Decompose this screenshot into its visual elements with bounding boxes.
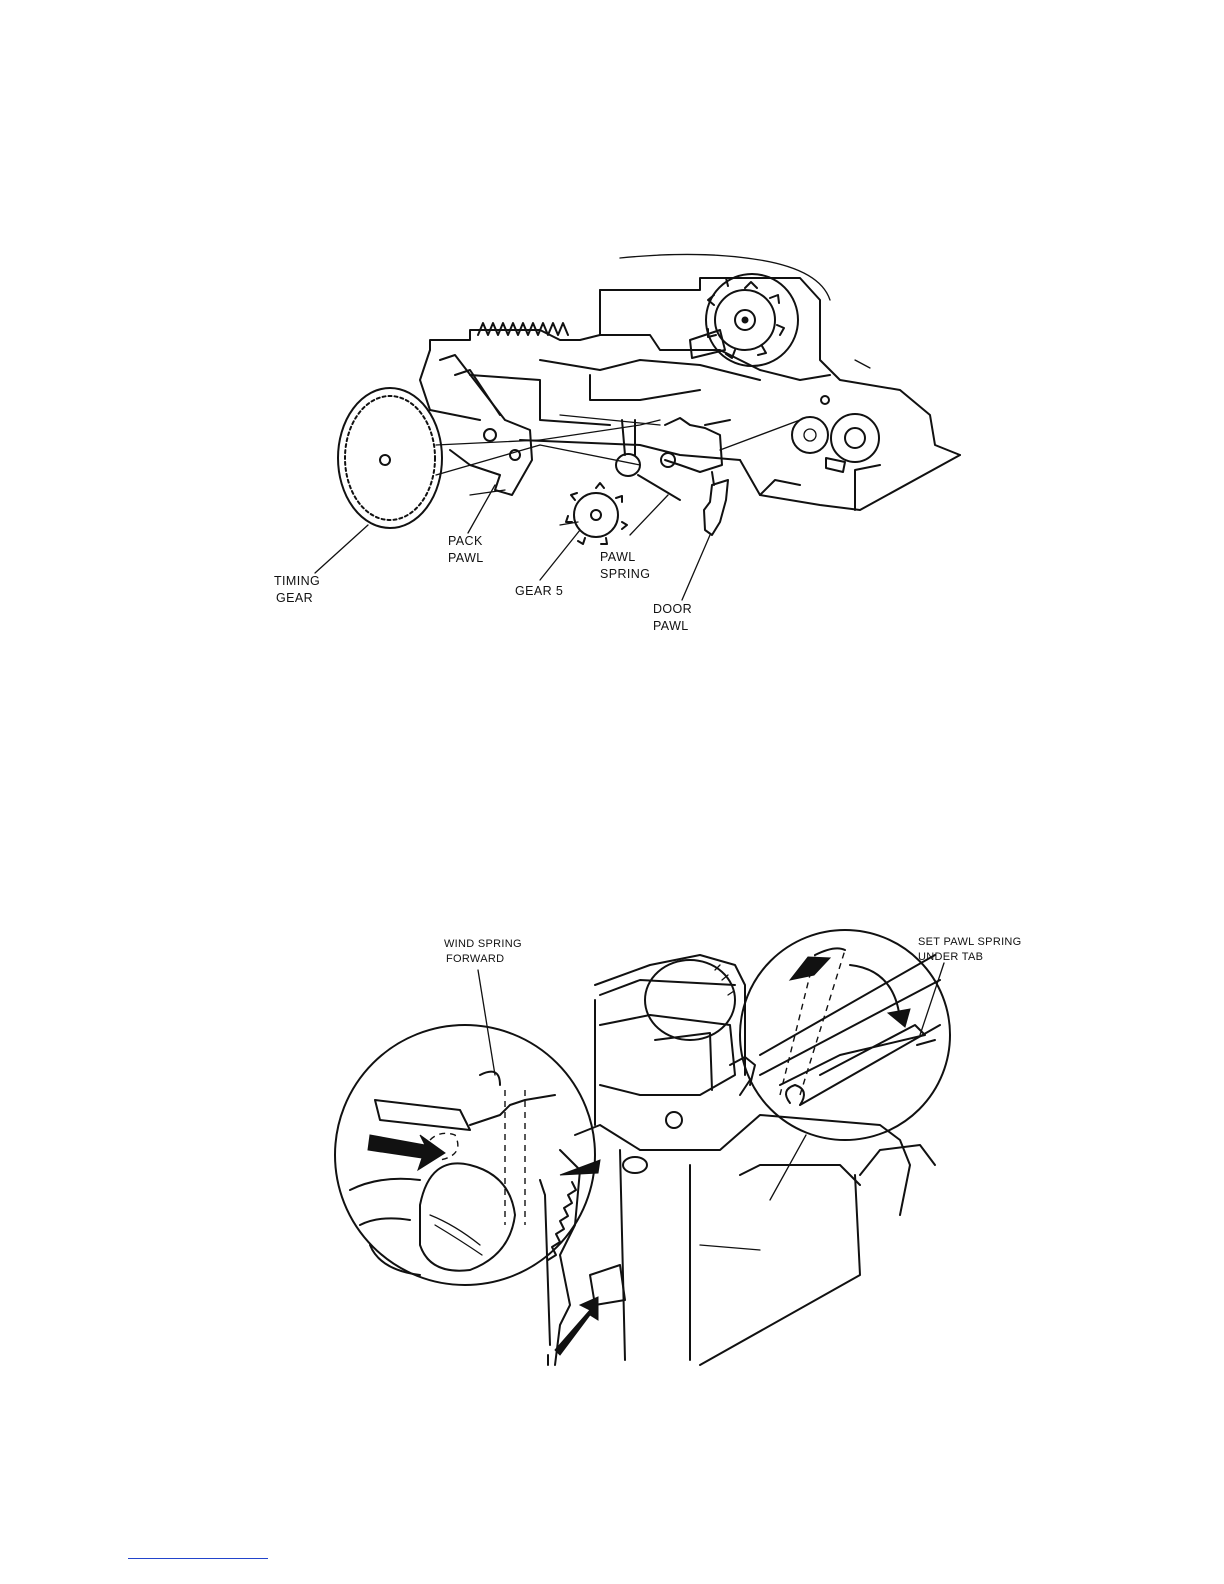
label-wind-spring-2: FORWARD (446, 953, 504, 965)
zoom-connector (560, 1135, 806, 1200)
label-pawl-spring-2: SPRING (600, 567, 650, 581)
label-gear-5: GEAR 5 (515, 584, 563, 598)
mechanism-exploded-diagram: TIMING GEAR PACK PAWL GEAR 5 PAWL SPRING… (0, 240, 1224, 660)
zoom-circle-left (335, 1025, 595, 1285)
label-timing-gear-2: GEAR (276, 591, 313, 605)
pawl-spring (616, 420, 680, 500)
label-wind-spring-1: WIND SPRING (444, 938, 522, 950)
cylindrical-knob (645, 960, 735, 1040)
label-set-pawl-2: UNDER TAB (918, 951, 983, 963)
small-gear-pair (792, 396, 879, 472)
spring-installation-diagram: WIND SPRING FORWARD SET PAWL SPRING UNDE… (0, 925, 1224, 1375)
label-door-pawl-1: DOOR (653, 602, 692, 616)
leader-lines (315, 485, 710, 600)
gear-5 (560, 483, 627, 544)
label-pawl-spring-1: PAWL (600, 550, 636, 564)
timing-gear (338, 388, 442, 528)
label-pack-pawl-2: PAWL (448, 551, 484, 565)
footnote-divider (128, 1558, 268, 1559)
door-pawl (661, 418, 730, 535)
sprocket-wheel (690, 274, 798, 366)
label-pack-pawl-1: PACK (448, 534, 483, 548)
label-timing-gear-1: TIMING (274, 574, 320, 588)
chassis-outline (420, 254, 960, 510)
label-door-pawl-2: PAWL (653, 619, 689, 633)
label-set-pawl-1: SET PAWL SPRING (918, 936, 1022, 948)
